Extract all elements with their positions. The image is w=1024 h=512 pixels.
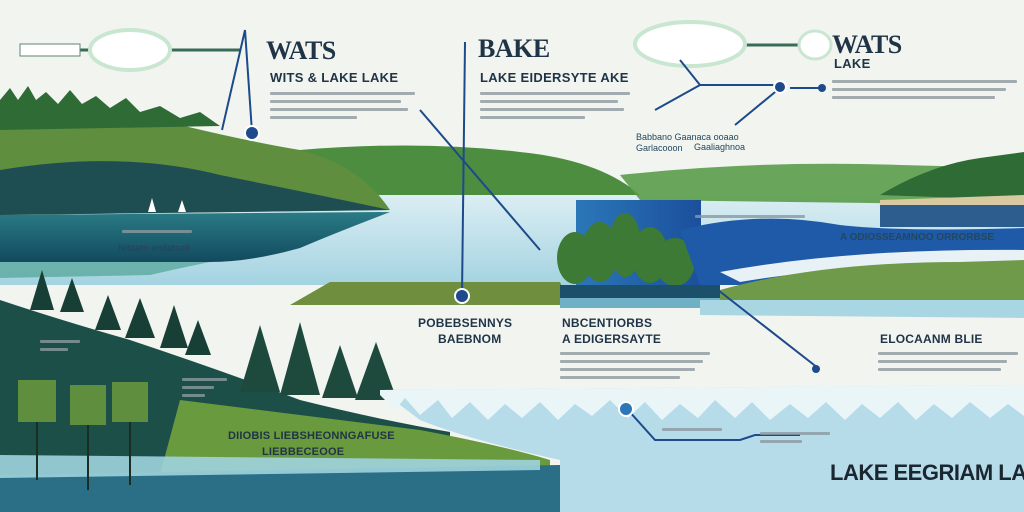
right-sand: [880, 195, 1024, 208]
bottom-water-light: [0, 455, 540, 478]
right-forest: [880, 152, 1024, 200]
left-text-block: [270, 92, 415, 124]
center-text-block: [480, 92, 630, 124]
mid-center-label-b: BAEBNOM: [438, 332, 502, 346]
left-title: WATS: [266, 36, 336, 65]
footer-title: LAKE EEGRIAM LABE: [830, 460, 1024, 485]
left-small-text-a: [40, 340, 80, 356]
left-small-text-b: [182, 378, 227, 402]
mid-left-label: Niblatir enilataail: [118, 243, 191, 253]
central-platform: [290, 282, 570, 305]
sailboat-1: [148, 198, 156, 212]
right-cloud-tag: [633, 20, 833, 68]
right-shore-water: [700, 300, 1024, 318]
bottom-center-text-b: [760, 432, 830, 448]
right-mid-text-lines: [695, 215, 805, 223]
left-treeline: [0, 86, 220, 130]
center-subtitle: LAKE EIDERSYTE AKE: [480, 70, 629, 85]
mid-center-label-c: NBCENTIORBS: [562, 316, 653, 330]
mid-center-text-block: [560, 352, 710, 384]
far-forest-ridge: [300, 145, 640, 195]
right-label-b: Gaaliaghnoa: [694, 142, 746, 152]
pine-trees-center: [240, 322, 397, 400]
ice-edge: [380, 385, 1024, 420]
island-shore: [560, 285, 720, 299]
mid-left-text-lines: [122, 230, 192, 238]
left-hill-shadow: [0, 161, 390, 215]
bottom-water: [0, 465, 560, 512]
right-label-c: A ODIOSSEAMNOO ORRORBSE: [840, 232, 995, 243]
right-green-hill: [720, 260, 1024, 300]
right-text-block: [832, 80, 1017, 104]
node-dots: [244, 80, 826, 417]
bottom-left-label-b: LIEBBECEOOE: [262, 446, 345, 458]
right-title: WATS: [832, 30, 902, 59]
block-trees: [18, 380, 148, 425]
left-cloud-tag: [19, 28, 240, 72]
sailboat-2: [178, 200, 186, 212]
left-subtitle: WITS & LAKE LAKE: [270, 70, 399, 85]
block-tree-trunks: [36, 422, 131, 490]
island-forest: [557, 213, 695, 286]
right-dark-water: [880, 205, 1024, 227]
central-lake: [380, 385, 1024, 512]
right-label-a: Babbano Gaanaca ooaao Garlacooon: [636, 132, 739, 153]
left-deep-water: [0, 212, 390, 262]
node-dot-left: [244, 125, 260, 141]
mid-center-label-d: A EDIGERSAYTE: [562, 332, 662, 346]
mid-center-label-a: POBEBSENNYS: [418, 316, 513, 330]
node-dot-right-lake: [812, 365, 820, 373]
node-dot-center: [454, 288, 470, 304]
right-subtitle: LAKE: [834, 56, 871, 71]
pine-trees-left: [30, 270, 211, 355]
node-dot-far-right: [818, 84, 826, 92]
island-reflection: [560, 298, 730, 308]
right-label-d: ELOCAANM BLIE: [880, 332, 983, 346]
center-title: BAKE: [478, 34, 550, 63]
bottom-left-label-a: DIIOBIS LIEBSHEONNGAFUSE: [228, 430, 395, 442]
pointer-lines: [221, 29, 820, 441]
left-reflection: [0, 262, 210, 278]
node-dot-bottom: [618, 401, 634, 417]
bottom-center-text-a: [662, 428, 722, 436]
right-lower-text-block: [878, 352, 1018, 376]
node-dot-top-right: [773, 80, 787, 94]
